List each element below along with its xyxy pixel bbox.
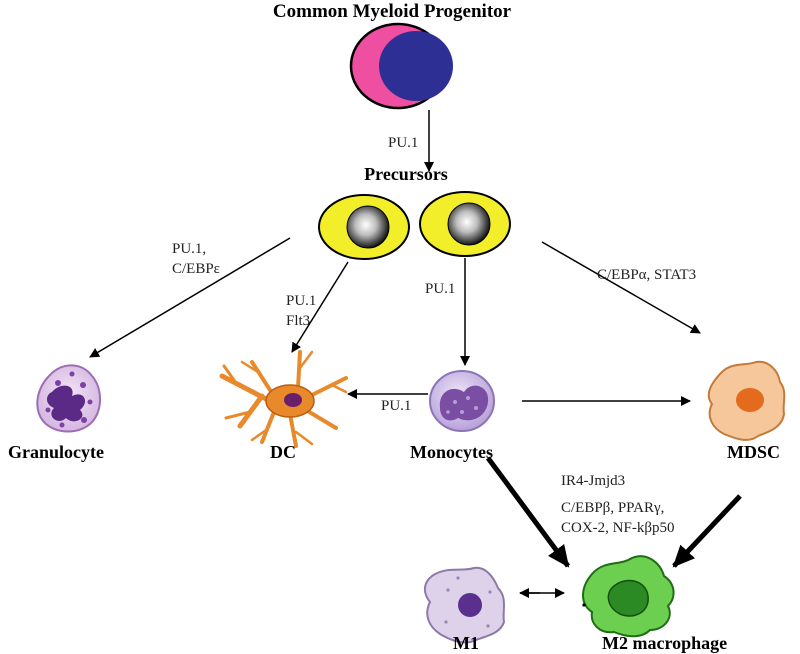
mdsc-label: MDSC <box>727 442 780 462</box>
arrow-monocytes-to-m2 <box>485 456 571 568</box>
arrow-precursors-to-mdsc <box>541 241 701 334</box>
m2-label: M2 macrophage <box>602 633 727 653</box>
edge-label-dc-2: Flt3 <box>286 313 310 329</box>
edge-label-granulocyte-1: PU.1, <box>172 241 206 257</box>
edge-label-dc-1: PU.1 <box>286 293 316 309</box>
edge-label-cmp-precursors: PU.1 <box>388 135 418 151</box>
progenitor-cell-icon <box>349 22 453 110</box>
mdsc-cell-icon <box>707 360 786 441</box>
edge-label-granulocyte-2: C/EBPε <box>172 261 220 277</box>
m2-macrophage-icon <box>582 555 675 638</box>
precursor-cell-right-icon <box>419 191 511 257</box>
dc-label: DC <box>270 442 296 462</box>
m2-factor-label-3: COX-2, NF-kβp50 <box>561 520 674 536</box>
m2-factor-label-1: IR4-Jmjd3 <box>561 473 625 489</box>
arrow-mdsc-to-m2 <box>672 494 742 568</box>
granulocyte-label: Granulocyte <box>8 442 104 462</box>
edge-label-monocyte-dc: PU.1 <box>381 398 411 414</box>
arrow-precursors-to-granulocyte <box>89 237 291 358</box>
arrow-precursors-to-dc <box>291 261 349 353</box>
granulocyte-cell-icon <box>36 364 101 433</box>
m1-macrophage-icon <box>424 566 506 644</box>
edge-label-monocytes: PU.1 <box>425 281 455 297</box>
cmp-label: Common Myeloid Progenitor <box>273 1 512 22</box>
monocyte-cell-icon <box>429 370 495 432</box>
dendritic-cell-icon <box>219 350 348 448</box>
m1-label: M1 <box>453 633 479 653</box>
precursor-cell-left-icon <box>318 194 410 260</box>
m2-factor-label-2: C/EBPβ, PPARγ, <box>561 500 664 516</box>
monocytes-label: Monocytes <box>410 442 493 462</box>
edge-label-mdsc: C/EBPα, STAT3 <box>597 267 696 283</box>
precursors-label: Precursors <box>364 164 448 184</box>
